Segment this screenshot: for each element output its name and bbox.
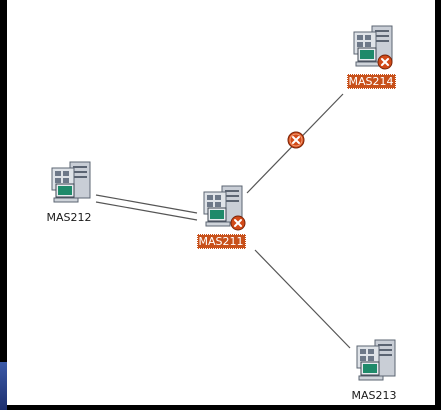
network-links xyxy=(95,93,351,349)
alarm-status-icon xyxy=(230,215,246,231)
node-mas213[interactable]: MAS213 xyxy=(343,338,405,403)
server-workstation-icon xyxy=(51,161,91,203)
node-label: MAS214 xyxy=(346,74,396,89)
link-mas212-mas211-b[interactable] xyxy=(95,201,198,221)
taskbar-fragment xyxy=(0,362,7,410)
node-mas212[interactable]: MAS212 xyxy=(38,160,100,225)
alarm-status-icon xyxy=(377,54,393,70)
node-label: MAS212 xyxy=(46,211,92,224)
window-edge xyxy=(0,0,7,410)
node-mas211[interactable]: MAS211 xyxy=(190,184,252,249)
node-mas214[interactable]: MAS214 xyxy=(340,24,402,89)
link-alarm-icon[interactable] xyxy=(287,131,305,149)
server-workstation-icon xyxy=(356,339,396,381)
link-mas212-mas211-a[interactable] xyxy=(95,194,198,214)
server-workstation-icon xyxy=(203,185,243,227)
node-label: MAS213 xyxy=(351,389,397,402)
link-mas211-mas213[interactable] xyxy=(254,249,351,349)
node-label: MAS211 xyxy=(196,234,246,249)
network-map-canvas[interactable]: MAS214 MAS212 xyxy=(0,0,435,405)
